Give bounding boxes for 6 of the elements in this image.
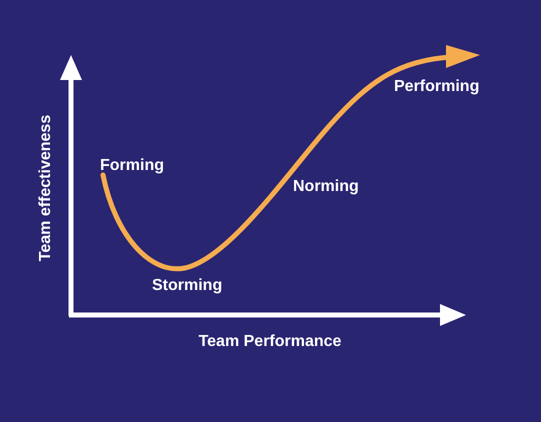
stage-label: Performing	[394, 77, 480, 97]
axis-title: Team Performance	[198, 332, 342, 352]
stage-label: Storming	[152, 276, 222, 296]
stage-label: Norming	[293, 177, 359, 197]
stage-label: Forming	[100, 156, 164, 176]
axis-title: Team effectiveness	[36, 114, 55, 262]
